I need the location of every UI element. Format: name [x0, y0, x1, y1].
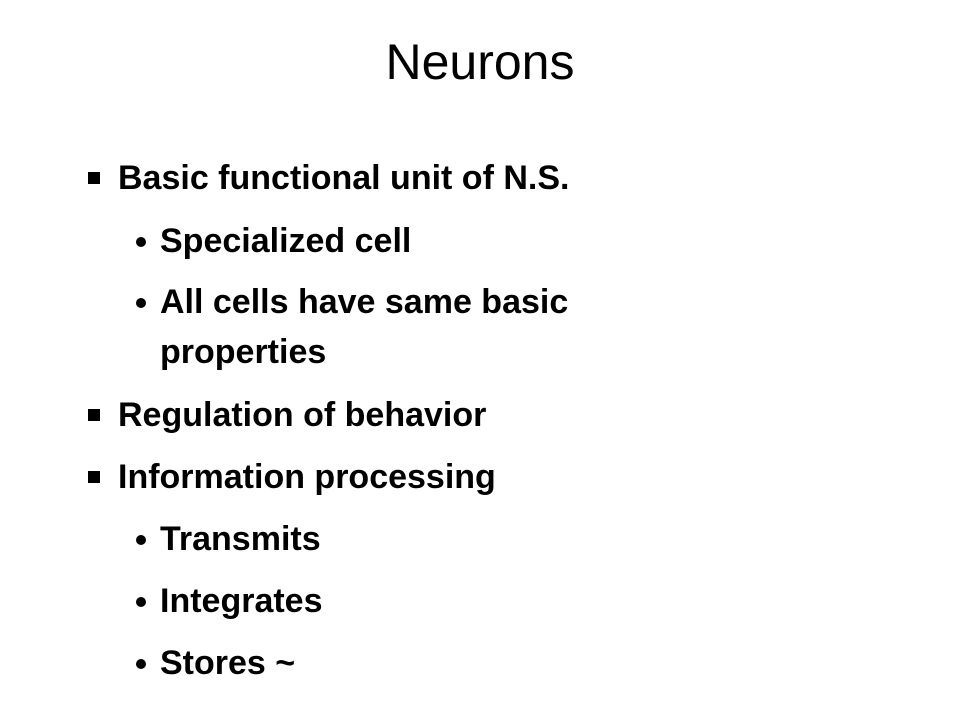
sub-bullet-item: Integrates [160, 582, 323, 620]
square-bullet-icon [88, 172, 100, 184]
bullet-item: Regulation of behavior [118, 396, 487, 434]
round-bullet-icon [136, 535, 146, 545]
round-bullet-icon [136, 659, 146, 669]
round-bullet-icon [136, 597, 146, 607]
slide-title: Neurons [385, 34, 575, 90]
bullet-item: Basic functional unit of N.S. [118, 159, 570, 197]
round-bullet-icon [136, 298, 146, 308]
bullet-item: Information processing [118, 458, 496, 496]
sub-bullet-item: Specialized cell [160, 222, 412, 260]
square-bullet-icon [88, 409, 100, 421]
sub-bullet-item-continuation: properties [160, 333, 327, 371]
square-bullet-icon [88, 471, 100, 483]
sub-bullet-item: All cells have same basic [160, 283, 569, 321]
sub-bullet-item: Stores ~ [160, 644, 296, 682]
sub-bullet-item: Transmits [160, 520, 321, 558]
round-bullet-icon [136, 237, 146, 247]
